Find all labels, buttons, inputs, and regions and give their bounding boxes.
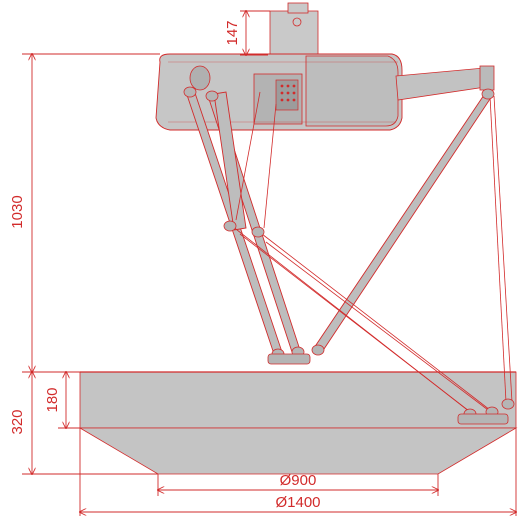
- dim-outer-diameter: Ø1400: [275, 494, 320, 511]
- gripper-platform: [457, 413, 509, 425]
- robot-head: [155, 53, 495, 131]
- thin-rods: [231, 91, 513, 419]
- end-effector-platform: [267, 353, 311, 365]
- work-table: [78, 371, 518, 475]
- dim-147: 147: [224, 20, 241, 45]
- dimension-lines: [22, 11, 516, 516]
- dim-inner-diameter: Ø900: [280, 472, 317, 489]
- dim-180: 180: [44, 387, 61, 412]
- top-mount: [269, 2, 319, 56]
- dim-320: 320: [9, 409, 26, 434]
- dim-1030: 1030: [9, 195, 26, 228]
